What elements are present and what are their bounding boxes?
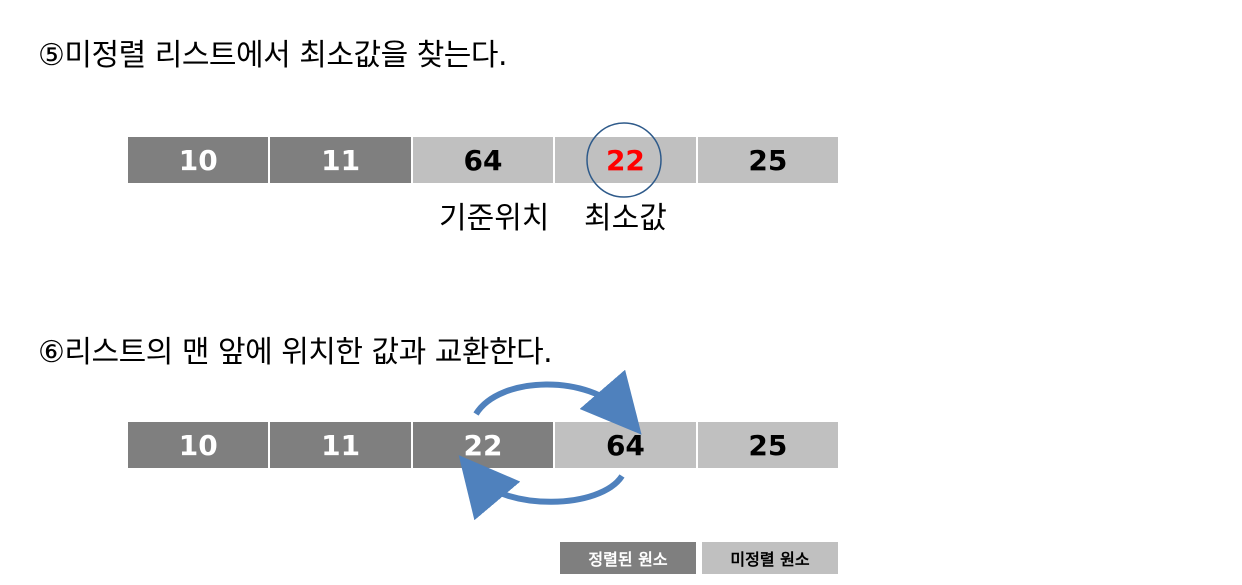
step6-title: ⑥리스트의 맨 앞에 위치한 값과 교환한다. bbox=[38, 335, 553, 370]
list-cell: 25 bbox=[695, 137, 839, 183]
legend-sorted: 정렬된 원소 bbox=[560, 542, 696, 574]
swap-arrow-top bbox=[473, 369, 642, 435]
label-reference-position: 기준위치 bbox=[439, 201, 550, 236]
list-cell-min: 22 bbox=[553, 137, 696, 183]
step5-title: ⑤미정렬 리스트에서 최소값을 찾는다. bbox=[38, 38, 508, 73]
step5-list: 10 11 64 22 25 bbox=[128, 137, 839, 183]
list-cell: 11 bbox=[268, 137, 411, 183]
list-cell: 64 bbox=[553, 422, 696, 468]
list-cell: 11 bbox=[268, 422, 411, 468]
list-cell: 22 bbox=[410, 422, 554, 468]
list-cell: 64 bbox=[410, 137, 554, 183]
step6-list: 10 11 22 64 25 bbox=[128, 422, 839, 468]
list-cell: 10 bbox=[128, 137, 269, 183]
label-minimum: 최소값 bbox=[584, 201, 667, 236]
list-cell: 25 bbox=[695, 422, 839, 468]
swap-arrow-bottom bbox=[458, 455, 625, 521]
list-cell: 10 bbox=[128, 422, 269, 468]
legend-unsorted: 미정렬 원소 bbox=[702, 542, 838, 574]
